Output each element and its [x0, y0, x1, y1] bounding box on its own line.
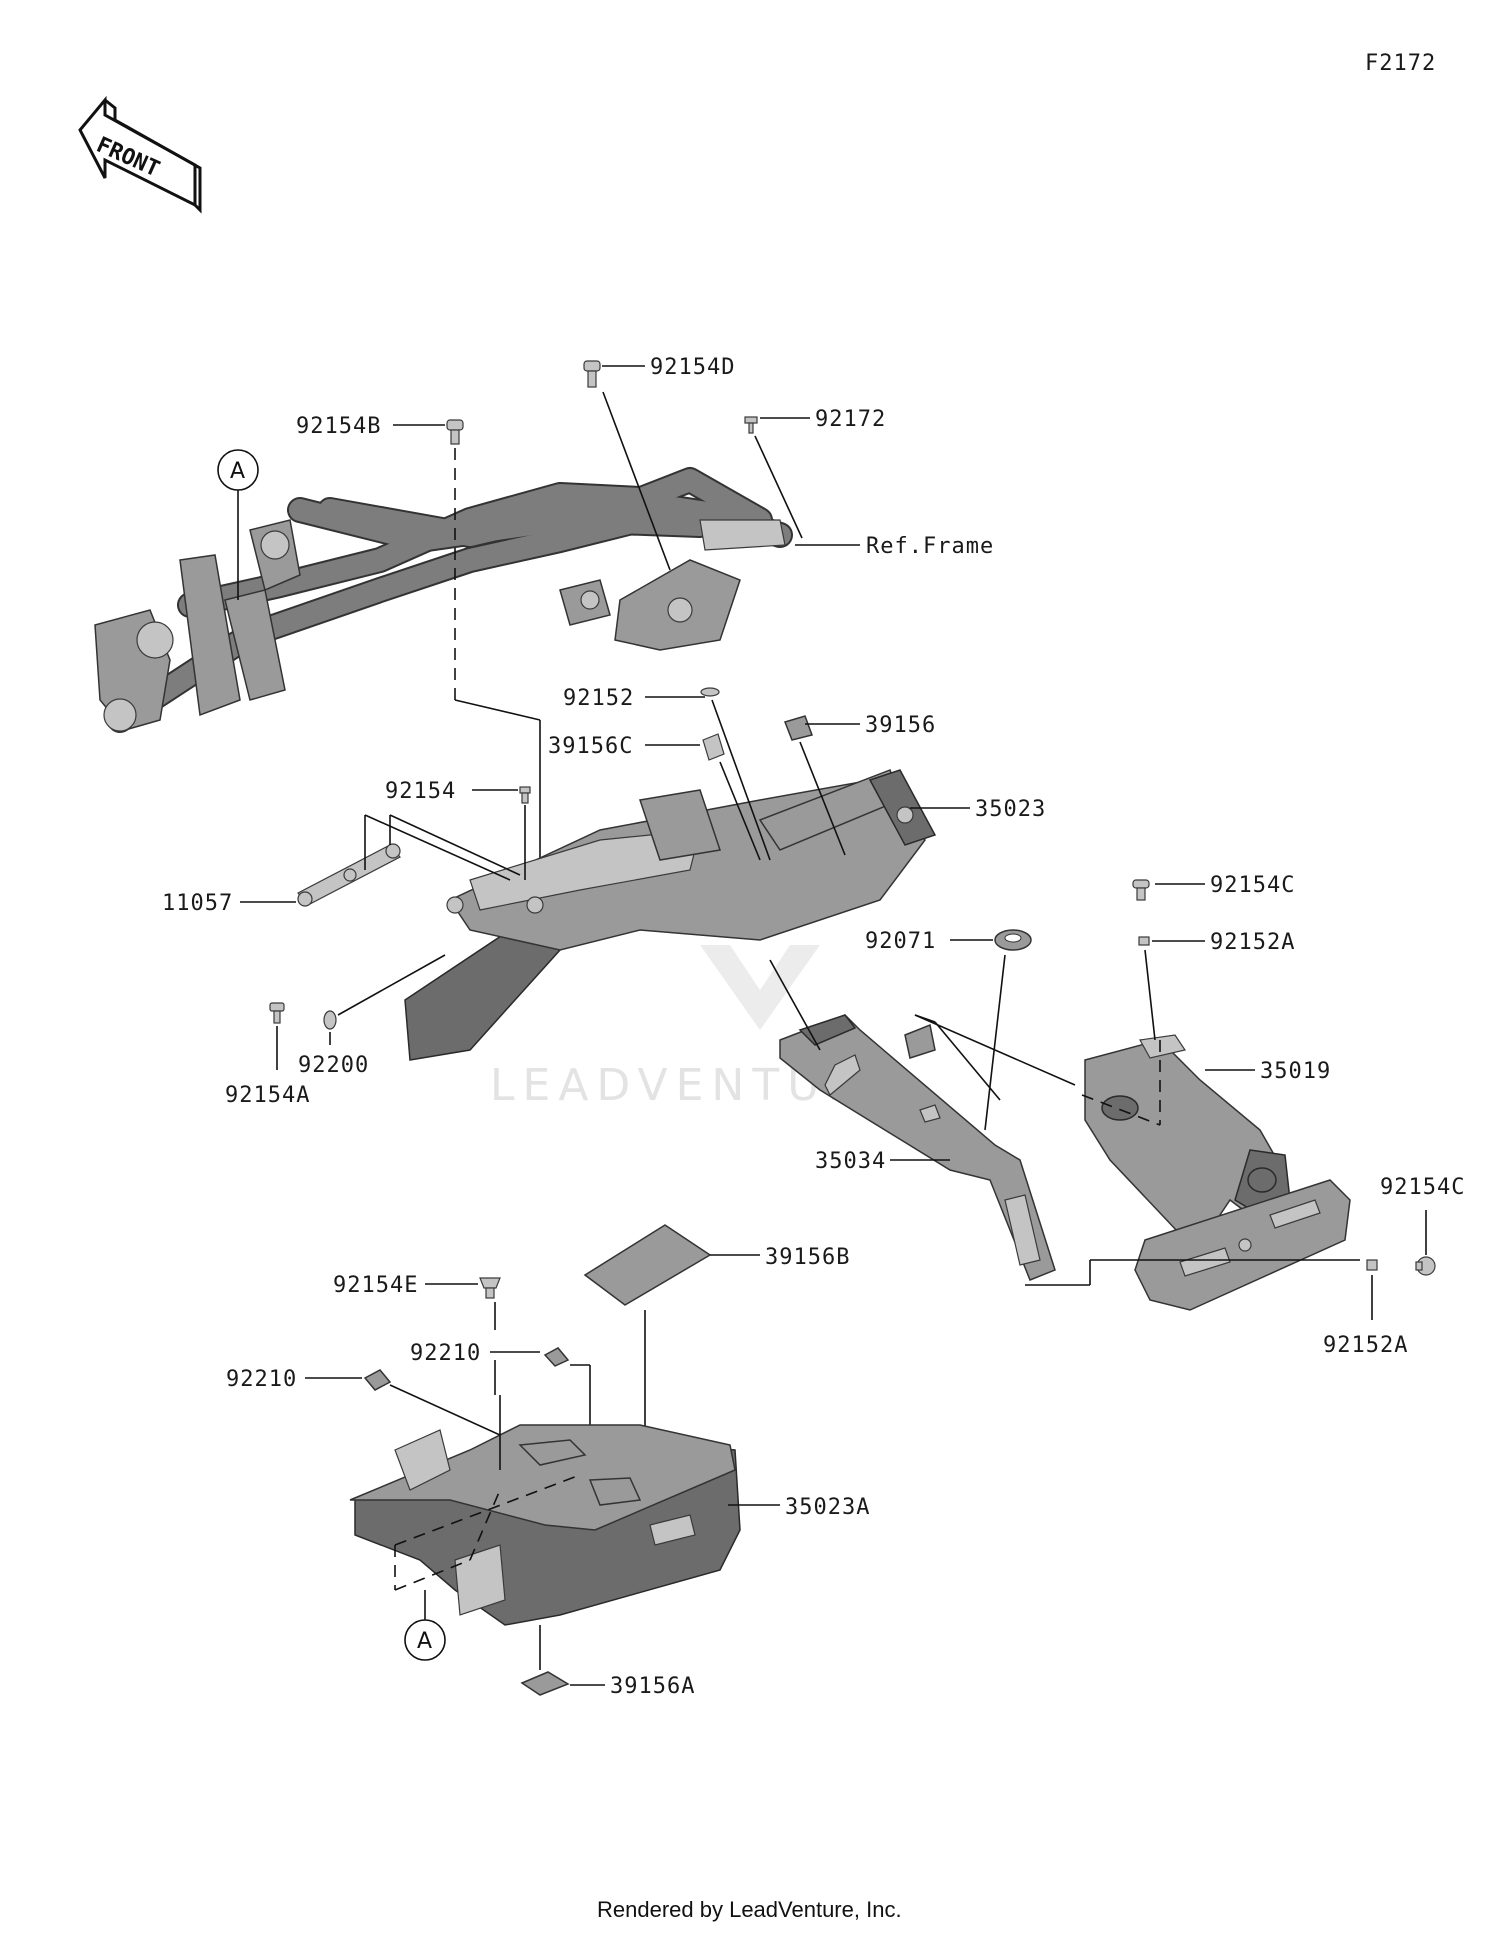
sheet-39156B — [583, 1224, 712, 1306]
label-92154A: 92154A — [225, 1083, 310, 1108]
bolt-92154B — [446, 419, 464, 445]
bolt-92154A — [269, 1002, 285, 1024]
ref-a-top-label: A — [230, 459, 245, 484]
front-arrow-icon: FRONT — [78, 95, 202, 214]
rear-frame — [94, 467, 793, 733]
label-92210-left: 92210 — [226, 1367, 297, 1392]
clip-92210-mid — [543, 1347, 570, 1367]
label-92152A-top: 92152A — [1210, 930, 1295, 955]
grommet-92071 — [994, 929, 1032, 951]
label-92152A-bottom: 92152A — [1323, 1333, 1408, 1358]
washer-92152 — [700, 687, 720, 697]
label-92154: 92154 — [385, 779, 456, 804]
diagram-id: F2172 — [1365, 51, 1436, 76]
clip-92210-left — [363, 1369, 392, 1391]
bracket-11057 — [297, 843, 401, 907]
label-39156C: 39156C — [548, 734, 633, 759]
battery-tray-35023A — [349, 1424, 741, 1626]
label-92154C-right: 92154C — [1380, 1175, 1465, 1200]
label-92071: 92071 — [865, 929, 936, 954]
pad-39156 — [784, 715, 813, 741]
washer-92152A-top — [1138, 936, 1150, 946]
label-92154B: 92154B — [296, 414, 381, 439]
clip-92172 — [744, 416, 758, 434]
washer-92152A-bottom — [1366, 1259, 1378, 1271]
rear-fender-35023 — [404, 769, 937, 1061]
label-39156A: 39156A — [610, 1674, 695, 1699]
pad-39156C — [702, 733, 725, 761]
bolt-92154 — [519, 786, 531, 804]
label-35034: 35034 — [815, 1149, 886, 1174]
bolt-92154C-top — [1132, 879, 1150, 901]
tail-cover-35019 — [1084, 1034, 1351, 1311]
label-39156B: 39156B — [765, 1245, 850, 1270]
label-35023A: 35023A — [785, 1495, 870, 1520]
bolt-92154C-right — [1415, 1256, 1436, 1276]
ref-frame-label: Ref.Frame — [866, 534, 994, 559]
washer-92200 — [323, 1010, 337, 1030]
label-92154E: 92154E — [333, 1273, 418, 1298]
label-35019: 35019 — [1260, 1059, 1331, 1084]
pad-39156A — [520, 1671, 570, 1696]
label-11057: 11057 — [162, 891, 233, 916]
label-92152: 92152 — [563, 686, 634, 711]
ref-a-bottom-label: A — [417, 1629, 432, 1654]
bolt-92154E — [479, 1277, 501, 1299]
label-35023: 35023 — [975, 797, 1046, 822]
label-92172: 92172 — [815, 407, 886, 432]
label-92210-mid: 92210 — [410, 1341, 481, 1366]
license-bracket-35034 — [779, 1014, 1056, 1281]
label-39156: 39156 — [865, 713, 936, 738]
footer-credit: Rendered by LeadVenture, Inc. — [597, 1897, 902, 1922]
ref-a-bottom — [404, 1619, 446, 1661]
label-92154D: 92154D — [650, 355, 735, 380]
label-92200: 92200 — [298, 1053, 369, 1078]
bolt-92154D — [583, 360, 601, 388]
label-92154C-top: 92154C — [1210, 873, 1295, 898]
